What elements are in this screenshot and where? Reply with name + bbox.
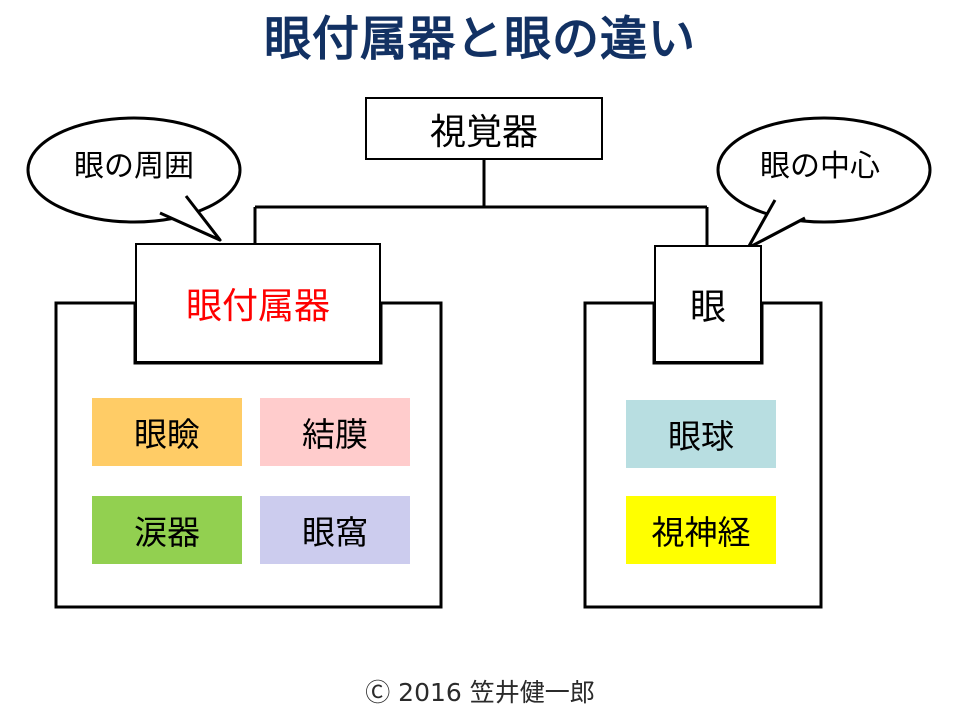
- chip-eyeball[interactable]: 眼球: [626, 400, 776, 468]
- chip-lacrimal-apparatus[interactable]: 涙器: [92, 496, 242, 564]
- left-callout-tail-outline: [159, 195, 222, 242]
- chip-optic-nerve[interactable]: 視神経: [626, 496, 776, 564]
- tree-connector-lines: [253, 160, 709, 245]
- node-eye-label: 眼: [689, 287, 726, 328]
- chip-eyelid[interactable]: 眼瞼: [92, 398, 242, 466]
- node-eye[interactable]: 眼: [654, 245, 762, 363]
- page-title: 眼付属器と眼の違い: [264, 12, 696, 67]
- left-callout-tail: [158, 194, 222, 242]
- node-ocular-adnexa-label: 眼付属器: [185, 286, 330, 327]
- node-visual-organ-label: 視覚器: [429, 111, 538, 153]
- right-callout-tail-outline: [746, 199, 806, 250]
- copyright-credit: Ⓒ 2016 笠井健一郎: [365, 678, 595, 707]
- chip-orbit[interactable]: 眼窩: [260, 496, 410, 564]
- right-callout-label: 眼の中心: [760, 149, 880, 184]
- chip-conjunctiva[interactable]: 結膜: [260, 398, 410, 466]
- node-ocular-adnexa[interactable]: 眼付属器: [135, 243, 381, 363]
- node-visual-organ[interactable]: 視覚器: [365, 97, 603, 160]
- right-callout-tail: [746, 198, 807, 250]
- left-callout-label: 眼の周囲: [74, 149, 194, 184]
